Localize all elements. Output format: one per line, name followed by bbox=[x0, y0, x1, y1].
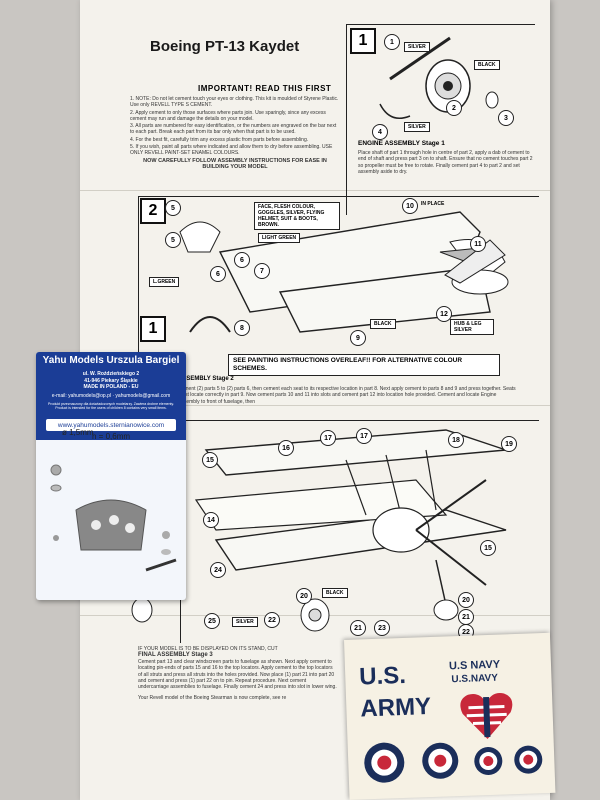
part-number: 17 bbox=[320, 430, 336, 446]
final-text: Cement part 13 and clear windscreen part… bbox=[138, 658, 337, 691]
part-number: 25 bbox=[204, 613, 220, 629]
part-number: 4 bbox=[372, 124, 388, 140]
part-number: 15 bbox=[202, 452, 218, 468]
roundel-icon bbox=[474, 747, 503, 776]
kit-title: Boeing PT-13 Kaydet bbox=[150, 38, 300, 55]
note: 2. Apply cement to only those surfaces w… bbox=[130, 109, 326, 122]
part-number: 9 bbox=[350, 330, 366, 346]
part-number: 5 bbox=[165, 200, 181, 216]
photo-etch-parts bbox=[50, 464, 177, 572]
roundel-icon bbox=[514, 745, 543, 774]
card-address: ul. W. Roździeńskiego 2 41-946 Piekary Ś… bbox=[36, 371, 186, 391]
part-number: 20 bbox=[458, 592, 474, 608]
color-callout: FACE, FLESH COLOUR, GOGGLES, SILVER, FLY… bbox=[254, 202, 340, 230]
wheel-parts-drawing bbox=[131, 597, 330, 632]
color-callout: LIGHT GREEN bbox=[258, 233, 301, 243]
product-card: Yahu Models Urszula Bargiel ul. W. Roźdz… bbox=[36, 352, 186, 600]
part-number: 11 bbox=[470, 236, 486, 252]
closing-note: NOW CAREFULLY FOLLOW ASSEMBLY INSTRUCTIO… bbox=[143, 157, 327, 170]
card-email: e-mail: yahumodels@op.pl · yahumodels@gm… bbox=[51, 392, 171, 399]
part-number: 2 bbox=[446, 100, 462, 116]
engine-stage-title: ENGINE ASSEMBLY Stage 1 bbox=[358, 140, 445, 147]
card-url: www.yahumodels.sternianowice.com bbox=[46, 419, 176, 431]
stage-number: 1 bbox=[350, 28, 376, 54]
part-diameter: ø 1,5mm bbox=[62, 428, 94, 437]
painting-notice: SEE PAINTING INSTRUCTIONS OVERLEAF!! FOR… bbox=[228, 354, 500, 376]
engine-drawing bbox=[379, 36, 499, 119]
card-url-text: www.yahumodels.sternianowice.com bbox=[57, 421, 165, 429]
color-callout: BLACK bbox=[474, 60, 500, 70]
decal-navy: U.S NAVY bbox=[448, 658, 501, 673]
part-number: 21 bbox=[458, 609, 474, 625]
part-number: 24 bbox=[210, 562, 226, 578]
roundel-icon bbox=[364, 742, 405, 783]
assembly2-title: ASSEMBLY Stage 2 bbox=[178, 376, 234, 382]
part-number: 7 bbox=[254, 263, 270, 279]
card-fine-print: Produkt przeznaczony dla doświadczonych … bbox=[48, 401, 174, 410]
part-number: 10 bbox=[402, 198, 418, 214]
final-title: FINAL ASSEMBLY Stage 3 bbox=[138, 652, 213, 659]
roundel-decals bbox=[364, 742, 543, 783]
stage1-border bbox=[346, 24, 535, 215]
fold-line bbox=[80, 405, 550, 406]
final-footer: Your Revell model of the Boeing Stearman… bbox=[138, 694, 287, 701]
note: 5. If you wish, paint all parts where in… bbox=[130, 144, 333, 157]
part-number: 16 bbox=[278, 440, 294, 456]
part-number: 6 bbox=[234, 252, 250, 268]
decal-us: U.S. bbox=[358, 661, 407, 691]
final-intro: IF YOUR MODEL IS TO BE DISPLAYED ON ITS … bbox=[138, 646, 278, 652]
biplane-drawing bbox=[194, 429, 507, 621]
part-number: 20 bbox=[296, 588, 312, 604]
part-number: 18 bbox=[448, 432, 464, 448]
decal-navy: U.S.NAVY bbox=[451, 672, 499, 686]
color-callout: HUB & LEG SILVER bbox=[450, 319, 494, 335]
part-number: 6 bbox=[210, 266, 226, 282]
assembly2-text: Cement (2) parts 5 to (2) parts 6, then … bbox=[178, 386, 516, 405]
card-brand: Yahu Models Urszula Bargiel bbox=[42, 355, 180, 366]
address-line: MADE IN POLAND - EU bbox=[83, 384, 139, 390]
address-line: ul. W. Roździeńskiego 2 bbox=[82, 371, 140, 377]
fold-line bbox=[80, 190, 550, 191]
decal-army: ARMY bbox=[359, 693, 432, 723]
note: 4. For the best fit, carefully trim any … bbox=[130, 136, 309, 143]
important-notes: 1. NOTE: Do not let cement touch your ey… bbox=[130, 96, 340, 171]
part-number: 15 bbox=[480, 540, 496, 556]
part-number: 8 bbox=[234, 320, 250, 336]
stage-number: 1 bbox=[140, 316, 166, 342]
note: 3. All parts are numbered for easy ident… bbox=[130, 123, 337, 136]
important-heading: IMPORTANT! READ THIS FIRST bbox=[198, 84, 332, 93]
final-assembly: IF YOUR MODEL IS TO BE DISPLAYED ON ITS … bbox=[138, 646, 338, 701]
part-number: 1 bbox=[384, 34, 400, 50]
color-callout: BLACK bbox=[322, 588, 348, 598]
engine-stage-text: Place shaft of part 1 through hole in ce… bbox=[358, 150, 533, 175]
heart-stripe-decal bbox=[460, 693, 513, 740]
decal-sheet: U.S. ARMY U.S NAVY U.S.NAVY bbox=[344, 632, 556, 800]
color-callout: SILVER bbox=[404, 42, 430, 52]
part-number: 23 bbox=[374, 620, 390, 636]
part-number: 22 bbox=[264, 612, 280, 628]
part-number: 5 bbox=[165, 232, 181, 248]
part-number: 19 bbox=[501, 436, 517, 452]
color-callout: BLACK bbox=[370, 319, 396, 329]
stage2-border bbox=[138, 196, 539, 369]
part-number: 12 bbox=[436, 306, 452, 322]
color-callout: SILVER bbox=[232, 617, 258, 627]
color-callout: IN PLACE bbox=[421, 201, 445, 207]
note: 1. NOTE: Do not let cement touch your ey… bbox=[130, 96, 339, 109]
part-height: h = 0,6mm bbox=[92, 432, 131, 441]
part-number: 3 bbox=[498, 110, 514, 126]
roundel-icon bbox=[422, 742, 459, 779]
color-callout: L.GREEN bbox=[149, 277, 180, 287]
part-number: 14 bbox=[203, 512, 219, 528]
color-callout: SILVER bbox=[404, 122, 430, 132]
address-line: 41-946 Piekary Śląskie bbox=[84, 377, 138, 384]
part-number: 17 bbox=[356, 428, 372, 444]
part-number: 21 bbox=[350, 620, 366, 636]
